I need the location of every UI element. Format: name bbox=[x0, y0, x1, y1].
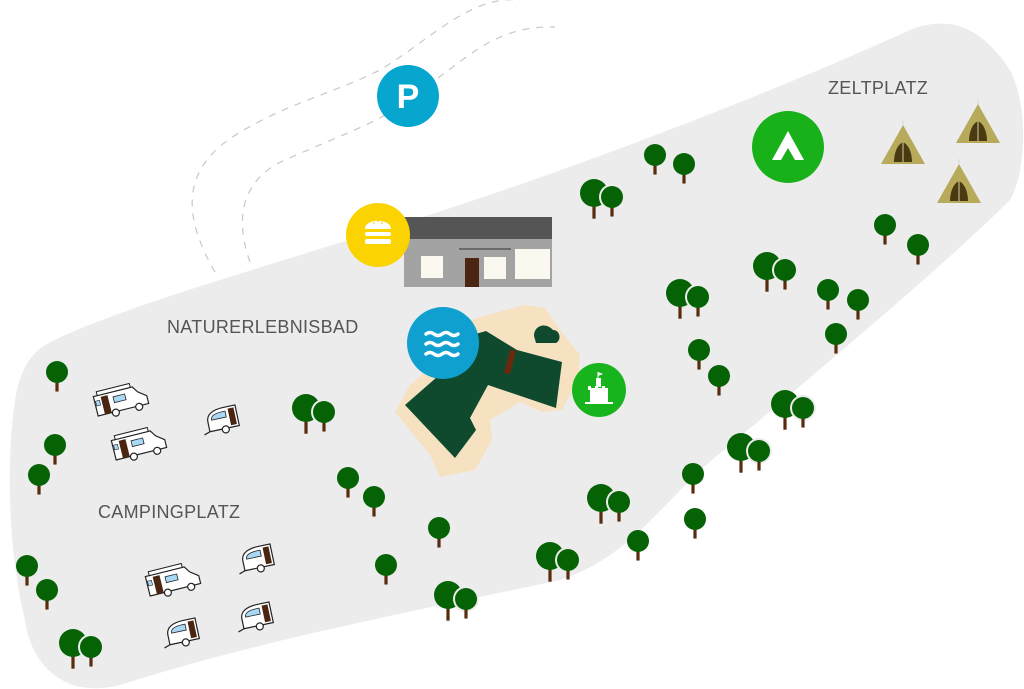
trees bbox=[16, 144, 929, 669]
tree-icon bbox=[375, 554, 397, 585]
camp-poi[interactable] bbox=[752, 111, 824, 183]
tree-icon bbox=[907, 234, 929, 265]
tree-icon bbox=[792, 397, 814, 428]
waves-icon bbox=[424, 330, 460, 358]
tree-icon bbox=[774, 259, 796, 290]
tents bbox=[881, 99, 1000, 203]
tent-icon bbox=[956, 99, 1000, 143]
caravan-icon bbox=[204, 404, 241, 436]
caravan-icon bbox=[239, 543, 276, 575]
tree-group-icon bbox=[536, 542, 581, 582]
swim-poi[interactable] bbox=[407, 307, 479, 379]
food-poi[interactable] bbox=[346, 203, 410, 267]
tree-group-icon bbox=[580, 179, 625, 219]
tree-icon bbox=[627, 530, 649, 561]
road-edge-inner bbox=[241, 26, 556, 263]
caravan-icon bbox=[164, 617, 201, 649]
pool-jetty bbox=[503, 349, 517, 375]
parking-icon-bg bbox=[377, 65, 439, 127]
building-window bbox=[515, 249, 550, 279]
natural-pool[interactable] bbox=[395, 305, 580, 477]
tree-icon bbox=[847, 289, 869, 320]
label-naturerlebnisbad: NATURERLEBNISBAD bbox=[167, 317, 359, 337]
tree-icon bbox=[557, 549, 579, 580]
tent-icon bbox=[772, 131, 804, 160]
tree-icon bbox=[36, 579, 58, 610]
playground-poi[interactable] bbox=[572, 363, 626, 417]
tent-icon bbox=[937, 159, 981, 203]
tree-icon bbox=[601, 186, 623, 217]
access-road bbox=[191, 0, 556, 273]
building-window bbox=[484, 257, 506, 279]
motorhome-icon bbox=[92, 382, 150, 417]
motorhome-icon bbox=[110, 426, 168, 461]
sandcastle-icon bbox=[585, 372, 613, 404]
building-window bbox=[421, 256, 443, 278]
label-campingplatz: CAMPINGPLATZ bbox=[98, 502, 240, 522]
tree-icon bbox=[684, 508, 706, 539]
tent-icon bbox=[881, 120, 925, 164]
tree-icon bbox=[428, 517, 450, 548]
caravan-icon bbox=[238, 601, 275, 633]
tree-icon bbox=[337, 467, 359, 498]
tree-icon bbox=[80, 636, 102, 667]
tree-group-icon bbox=[727, 433, 772, 473]
tree-icon bbox=[46, 361, 68, 392]
building-awning bbox=[459, 248, 511, 250]
tree-icon bbox=[28, 464, 50, 495]
tree-group-icon bbox=[434, 581, 479, 621]
building-roof bbox=[404, 217, 552, 239]
tree-icon bbox=[608, 491, 630, 522]
tree-group-icon bbox=[59, 629, 104, 669]
tree-group-icon bbox=[771, 390, 816, 430]
tree-icon bbox=[44, 434, 66, 465]
vehicles bbox=[92, 382, 276, 649]
tree-icon bbox=[455, 588, 477, 619]
restaurant-building[interactable] bbox=[404, 217, 552, 287]
tree-icon bbox=[313, 401, 335, 432]
tree-group-icon bbox=[587, 484, 632, 524]
burger-icon bbox=[365, 220, 391, 244]
tree-icon bbox=[817, 279, 839, 310]
tree-group-icon bbox=[666, 279, 711, 319]
tree-icon bbox=[16, 555, 38, 586]
pool-water bbox=[405, 331, 562, 458]
tree-icon bbox=[708, 365, 730, 396]
tree-icon bbox=[673, 153, 695, 184]
tree-icon bbox=[825, 323, 847, 354]
tree-icon bbox=[363, 486, 385, 517]
tree-icon bbox=[688, 339, 710, 370]
parking-icon: P bbox=[397, 78, 420, 116]
tree-icon bbox=[874, 214, 896, 245]
tree-group-icon bbox=[292, 394, 337, 434]
tree-icon bbox=[644, 144, 666, 175]
label-zeltplatz: ZELTPLATZ bbox=[828, 78, 928, 98]
motorhome-icon bbox=[144, 562, 202, 597]
pool-island bbox=[534, 325, 560, 343]
building-door[interactable] bbox=[465, 258, 479, 287]
tree-group-icon bbox=[753, 252, 798, 292]
tree-icon bbox=[748, 440, 770, 471]
tree-icon bbox=[682, 463, 704, 494]
parking-poi[interactable]: P bbox=[377, 65, 439, 127]
tree-icon bbox=[687, 286, 709, 317]
